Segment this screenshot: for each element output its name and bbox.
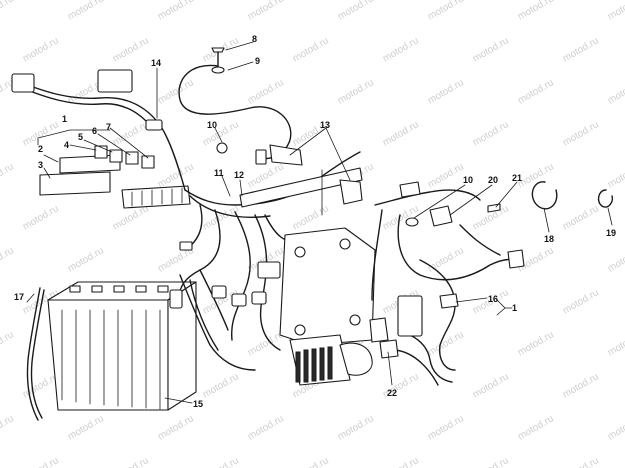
callout-20: 20 xyxy=(488,175,498,185)
callout-18: 18 xyxy=(544,234,554,244)
callout-4: 4 xyxy=(64,140,69,150)
watermark-text: motod.ru xyxy=(516,77,556,106)
watermark-text: motod.ru xyxy=(561,455,601,468)
watermark-text: motod.ru xyxy=(426,245,466,274)
watermark-text: motod.ru xyxy=(111,455,151,468)
watermark-text: motod.ru xyxy=(606,413,625,442)
watermark-text: motod.ru xyxy=(471,371,511,400)
watermark-text: motod.ru xyxy=(381,455,421,468)
watermark-text: motod.ru xyxy=(516,413,556,442)
watermark-text: motod.ru xyxy=(471,119,511,148)
watermark-text: motod.ru xyxy=(156,77,196,106)
watermark-text: motod.ru xyxy=(156,0,196,23)
battery xyxy=(47,281,197,411)
callout-13: 13 xyxy=(320,120,330,130)
callout-17: 17 xyxy=(14,292,24,302)
watermark-text: motod.ru xyxy=(426,329,466,358)
breather-tube xyxy=(26,287,41,421)
watermark-text: motod.ru xyxy=(291,35,331,64)
callout-15: 15 xyxy=(193,399,203,409)
callout-14: 14 xyxy=(151,58,161,68)
callout-7: 7 xyxy=(106,122,111,132)
watermark-text: motod.ru xyxy=(0,0,16,23)
watermark-text: motod.ru xyxy=(336,413,376,442)
watermark-text: motod.ru xyxy=(516,329,556,358)
watermark-text: motod.ru xyxy=(201,455,241,468)
watermark-text: motod.ru xyxy=(66,413,106,442)
watermark-text: motod.ru xyxy=(561,371,601,400)
callout-1-upper: 1 xyxy=(62,114,67,124)
watermark-text: motod.ru xyxy=(606,0,625,23)
watermark-text: motod.ru xyxy=(156,413,196,442)
watermark-text: motod.ru xyxy=(336,0,376,23)
fuse-box-assembly xyxy=(39,145,191,209)
watermark-text: motod.ru xyxy=(561,203,601,232)
callout-12: 12 xyxy=(234,170,244,180)
watermark-text: motod.ru xyxy=(21,455,61,468)
watermark-text: motod.ru xyxy=(66,245,106,274)
watermark-text: motod.ru xyxy=(606,245,625,274)
watermark-text: motod.ru xyxy=(246,0,286,23)
callout-10-right: 10 xyxy=(463,175,473,185)
main-harness xyxy=(11,69,361,371)
watermark-text: motod.ru xyxy=(426,413,466,442)
watermark-text: motod.ru xyxy=(0,413,16,442)
callout-2: 2 xyxy=(38,144,43,154)
watermark-text: motod.ru xyxy=(561,119,601,148)
callout-16: 16 xyxy=(488,294,498,304)
right-harness xyxy=(371,181,525,386)
callout-9: 9 xyxy=(255,56,260,66)
callout-3: 3 xyxy=(38,160,43,170)
watermark-text: motod.ru xyxy=(516,0,556,23)
callout-1-right: 1 xyxy=(512,303,517,313)
watermark-text: motod.ru xyxy=(336,77,376,106)
watermark-text: motod.ru xyxy=(426,77,466,106)
watermark-text: motod.ru xyxy=(606,77,625,106)
watermark-text: motod.ru xyxy=(246,413,286,442)
watermark-text: motod.ru xyxy=(606,329,625,358)
watermark-text: motod.ru xyxy=(606,161,625,190)
regulator-mount-plate xyxy=(279,227,389,386)
circlip-small xyxy=(597,189,614,208)
watermark-text: motod.ru xyxy=(246,77,286,106)
callout-5: 5 xyxy=(78,132,83,142)
watermark-text: motod.ru xyxy=(471,35,511,64)
watermark-text: motod.ru xyxy=(561,287,601,316)
watermark-text: motod.ru xyxy=(21,35,61,64)
watermark-text: motod.ru xyxy=(66,0,106,23)
watermark-text: motod.ru xyxy=(201,371,241,400)
watermark-text: motod.ru xyxy=(21,203,61,232)
watermark-text: motod.ru xyxy=(426,0,466,23)
watermark-text: motod.ru xyxy=(291,203,331,232)
callout-10-left: 10 xyxy=(207,120,217,130)
watermark-text: motod.ru xyxy=(426,161,466,190)
watermark-text: motod.ru xyxy=(561,35,601,64)
watermark-text: motod.ru xyxy=(0,245,16,274)
callout-19: 19 xyxy=(606,228,616,238)
callout-21: 21 xyxy=(512,173,522,183)
watermark-text: motod.ru xyxy=(471,455,511,468)
circlip-large xyxy=(531,181,558,210)
leader-lines xyxy=(26,41,613,404)
watermark-text: motod.ru xyxy=(0,329,16,358)
frame-bracket xyxy=(239,144,363,216)
watermark-text: motod.ru xyxy=(111,35,151,64)
callout-6: 6 xyxy=(92,126,97,136)
callout-8: 8 xyxy=(252,34,257,44)
watermark-text: motod.ru xyxy=(381,119,421,148)
watermark-text: motod.ru xyxy=(381,35,421,64)
callout-11: 11 xyxy=(214,168,224,178)
watermark-text: motod.ru xyxy=(291,455,331,468)
watermark-text: motod.ru xyxy=(0,161,16,190)
callout-22: 22 xyxy=(387,388,397,398)
callout-labels: 1 2 3 4 5 6 7 8 9 10 11 12 13 14 15 16 1… xyxy=(14,34,616,409)
